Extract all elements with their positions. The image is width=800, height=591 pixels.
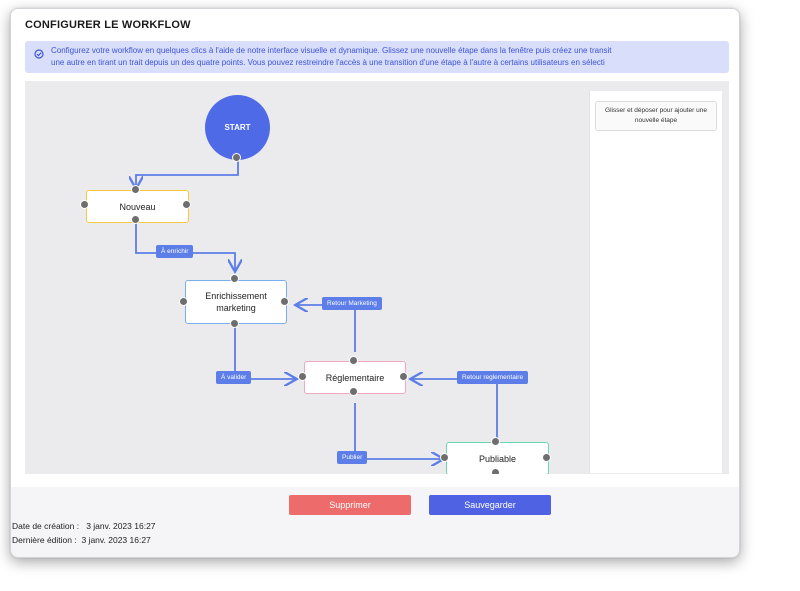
nouveau-port-left[interactable] (80, 200, 89, 209)
reglementaire-port-left[interactable] (298, 372, 307, 381)
start-port-bottom[interactable] (232, 153, 241, 162)
transition-a-valider[interactable]: À valider (216, 371, 252, 384)
publiable-port-bottom[interactable] (491, 468, 500, 474)
add-step-card-line-2: nouvelle étape (634, 117, 678, 124)
reglementaire-port-bottom[interactable] (349, 387, 358, 396)
nouveau-port-bottom[interactable] (131, 215, 140, 224)
delete-button[interactable]: Supprimer (289, 495, 411, 515)
edge-retour-marketing (297, 305, 356, 352)
creation-date-label: Date de création : (12, 521, 80, 531)
creation-date-value: 3 janv. 2023 16:27 (86, 521, 156, 531)
edge-nouveau-enrichissement (135, 218, 235, 270)
start-node[interactable]: START (205, 95, 270, 160)
publiable-port-right[interactable] (542, 453, 551, 462)
last-edit-date: Dernière édition : 3 janv. 2023 16:27 (12, 535, 151, 545)
check-badge-icon (34, 49, 44, 59)
node-reglementaire-label: Réglementaire (325, 372, 385, 383)
add-step-card-line-1: Glisser et déposer pour ajouter une (605, 107, 707, 114)
transition-publier[interactable]: Publier (337, 451, 368, 464)
edge-reglementaire-publiable (354, 403, 442, 459)
reglementaire-port-right[interactable] (399, 372, 408, 381)
steps-panel: Glisser et déposer pour ajouter une nouv… (589, 91, 722, 473)
start-label: START (224, 123, 251, 132)
edge-retour-reglementaire (412, 379, 498, 439)
publiable-port-left[interactable] (440, 453, 449, 462)
add-step-card[interactable]: Glisser et déposer pour ajouter une nouv… (595, 101, 717, 131)
nouveau-port-right[interactable] (182, 200, 191, 209)
info-text: Configurez votre workflow en quelques cl… (51, 45, 729, 69)
last-edit-label: Dernière édition : (12, 535, 77, 545)
enrichissement-port-left[interactable] (179, 297, 188, 306)
node-enrichissement-label-2: marketing (216, 303, 256, 313)
enrichissement-port-top[interactable] (230, 274, 239, 283)
node-nouveau-label: Nouveau (119, 201, 156, 212)
creation-date: Date de création : 3 janv. 2023 16:27 (12, 521, 156, 531)
nouveau-port-top[interactable] (131, 185, 140, 194)
last-edit-value: 3 janv. 2023 16:27 (81, 535, 151, 545)
save-button[interactable]: Sauvegarder (429, 495, 551, 515)
node-enrichissement-label-1: Enrichissement (205, 291, 267, 301)
enrichissement-port-bottom[interactable] (230, 319, 239, 328)
publiable-port-top[interactable] (491, 437, 500, 446)
transition-a-enrichir[interactable]: À enrichir (156, 245, 194, 258)
enrichissement-port-right[interactable] (280, 297, 289, 306)
node-enrichissement-marketing[interactable]: Enrichissement marketing (185, 280, 287, 324)
node-publiable-label: Publiable (478, 453, 517, 464)
workflow-content: CONFIGURER LE WORKFLOW Configurez votre … (11, 9, 739, 487)
edge-start-nouveau (136, 158, 239, 187)
info-banner: Configurez votre workflow en quelques cl… (25, 41, 729, 73)
reglementaire-port-top[interactable] (349, 356, 358, 365)
info-line-1: Configurez votre workflow en quelques cl… (51, 46, 612, 55)
info-line-2: une autre en tirant un trait depuis un d… (51, 58, 605, 67)
workflow-window: CONFIGURER LE WORKFLOW Configurez votre … (10, 8, 740, 558)
page-title: CONFIGURER LE WORKFLOW (25, 19, 191, 31)
transition-retour-marketing[interactable]: Retour Marketing (322, 297, 382, 310)
transition-retour-reglementaire[interactable]: Retour reglementaire (457, 371, 529, 384)
